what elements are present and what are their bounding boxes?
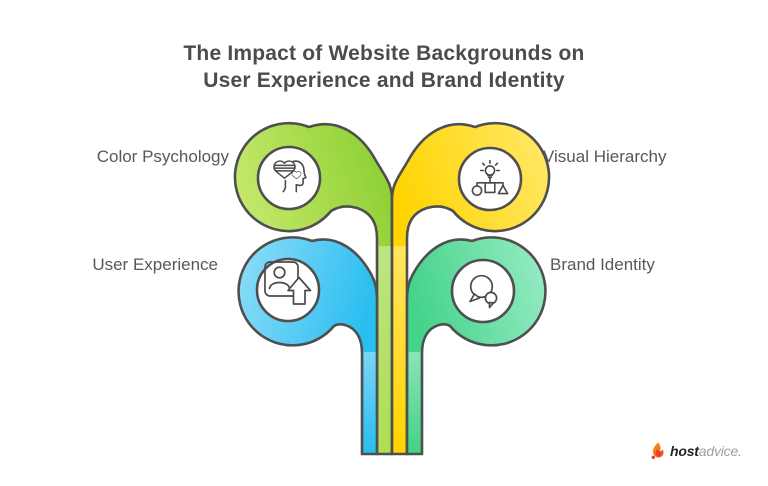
hostadvice-logo: hostadvice. — [649, 440, 742, 462]
title-line-2: User Experience and Brand Identity — [203, 69, 565, 92]
logo-text-host: host — [670, 443, 699, 459]
stem-highlight-bands — [363, 246, 421, 451]
label-visual-hierarchy: Visual Hierarchy — [543, 147, 667, 166]
speech-bubbles-icon — [469, 274, 498, 309]
label-color-psychology: Color Psychology — [96, 147, 229, 166]
hostadvice-flame-icon — [651, 442, 664, 459]
icon-circle-color-psychology — [256, 145, 322, 211]
branch-shape-visual-hierarchy — [390, 121, 551, 456]
page-title: The Impact of Website Backgrounds on Use… — [0, 40, 768, 94]
lightbulb-hierarchy-icon — [471, 159, 509, 197]
logo-text-advice: advice. — [698, 443, 742, 459]
title-line-1: The Impact of Website Backgrounds on — [183, 42, 585, 65]
hostadvice-logo-text: hostadvice. — [670, 443, 742, 459]
head-with-hearts-icon — [273, 160, 307, 193]
label-brand-identity: Brand Identity — [550, 255, 655, 274]
profile-card-up-arrow-icon — [264, 261, 312, 305]
label-user-experience: User Experience — [92, 255, 218, 274]
